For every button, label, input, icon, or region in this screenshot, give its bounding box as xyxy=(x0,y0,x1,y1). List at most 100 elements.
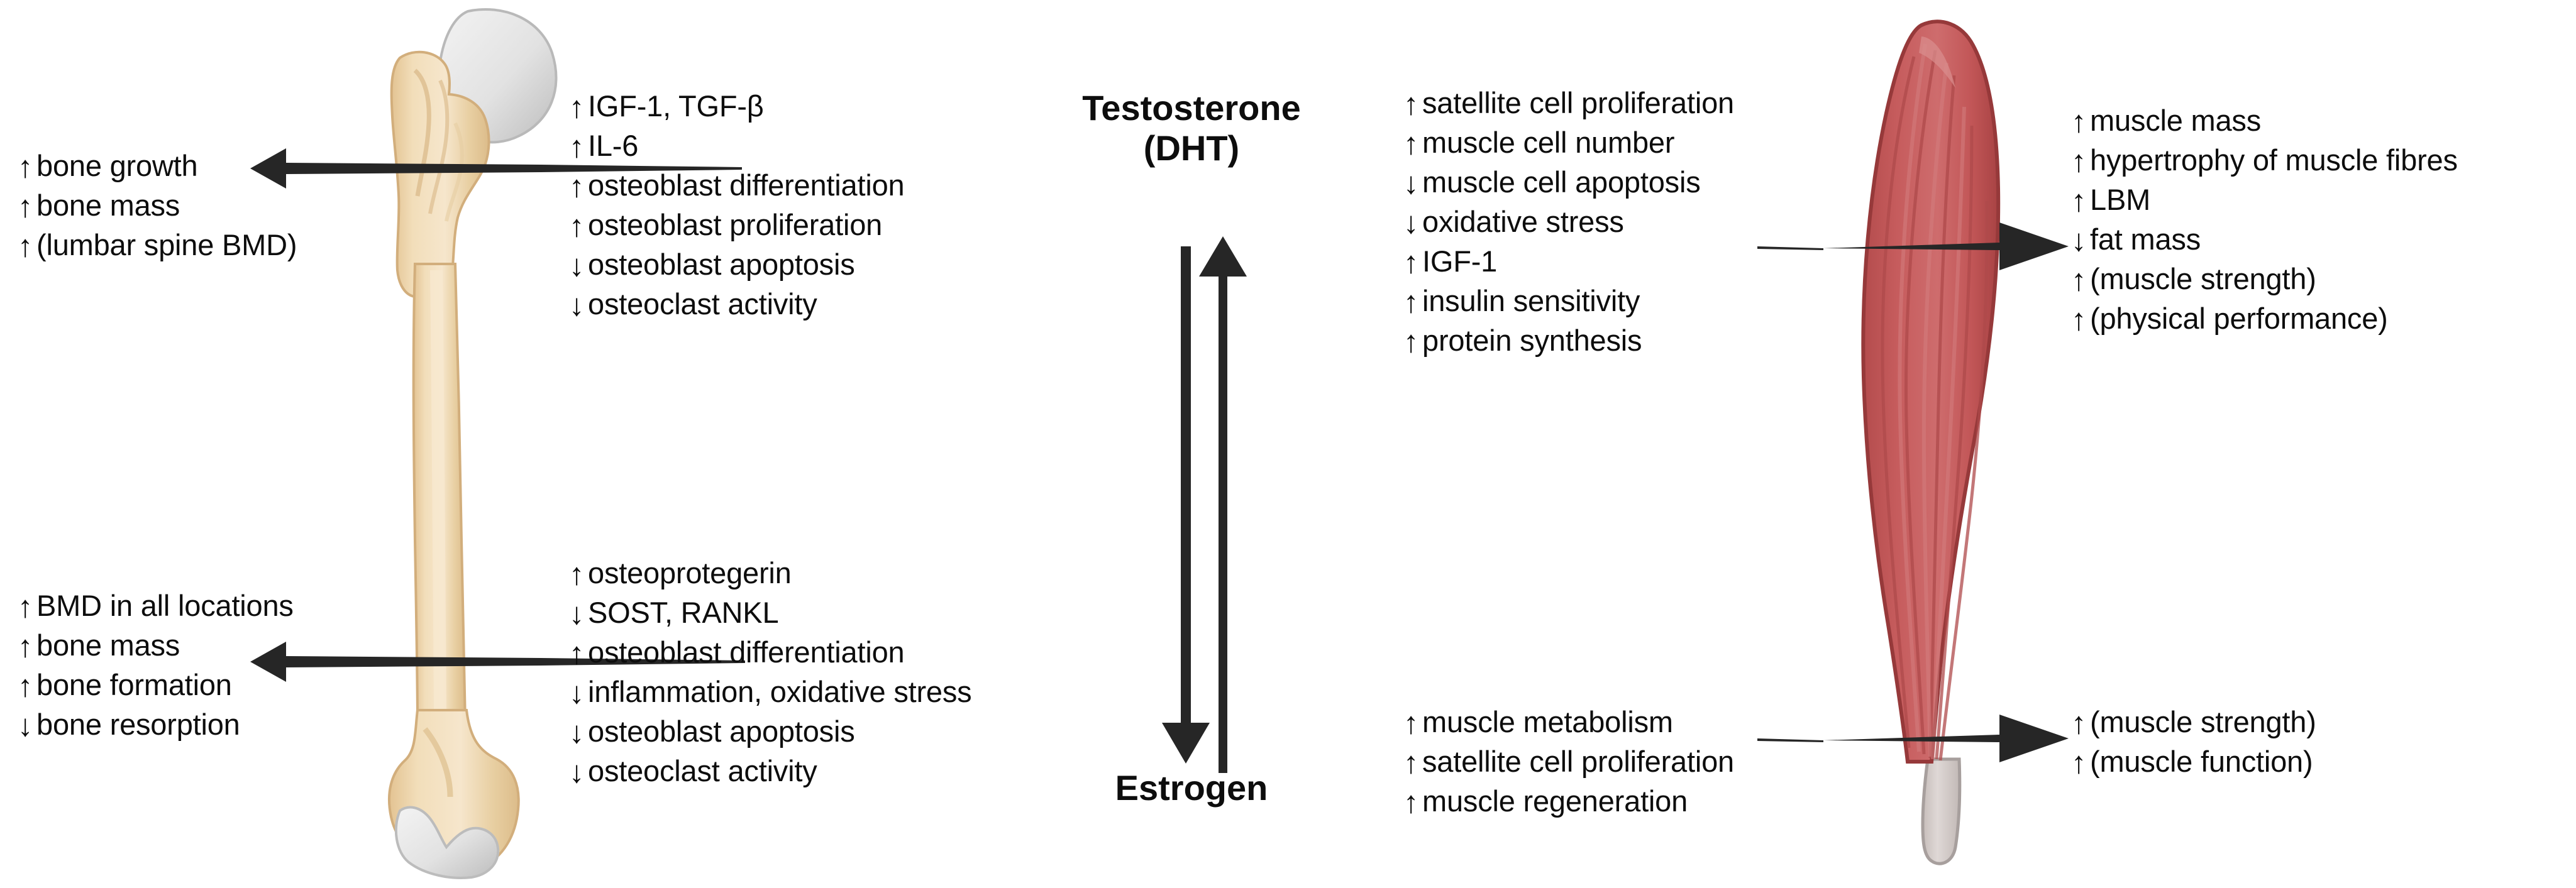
list-item: ↑ bone mass xyxy=(18,630,294,664)
up-arrow-icon: ↑ xyxy=(569,557,585,591)
muscle-bottom-mechanisms: ↑ muscle metabolism ↑ satellite cell pro… xyxy=(1403,707,1734,818)
bone-bottom-flow-arrow xyxy=(250,642,745,682)
up-arrow-icon: ↑ xyxy=(569,209,585,243)
list-item-label: (muscle strength) xyxy=(2090,262,2316,295)
down-arrow-icon: ↓ xyxy=(18,709,33,743)
bone-bottom-outcomes: ↑ BMD in all locations ↑ bone mass ↑ bon… xyxy=(18,589,294,743)
list-item: ↑ bone growth xyxy=(18,149,297,184)
up-arrow-icon: ↑ xyxy=(569,90,585,124)
list-item: ↑ muscle regeneration xyxy=(1403,784,1734,818)
up-arrow-icon: ↑ xyxy=(18,590,33,624)
muscle-top-outcomes: ↑ muscle mass ↑ hypertrophy of muscle fi… xyxy=(2071,104,2458,337)
testosterone-to-estrogen-down-arrow xyxy=(1162,246,1210,764)
list-item-label: osteoblast proliferation xyxy=(588,208,883,241)
up-arrow-icon: ↑ xyxy=(569,637,585,671)
down-arrow-icon: ↓ xyxy=(569,597,585,631)
up-arrow-icon: ↑ xyxy=(18,229,33,263)
femur-bone-illustration xyxy=(387,8,558,879)
up-arrow-icon: ↑ xyxy=(18,669,33,703)
list-item-label: LBM xyxy=(2090,183,2151,216)
up-arrow-icon: ↑ xyxy=(1403,746,1419,780)
up-arrow-icon: ↑ xyxy=(2071,303,2087,337)
list-item: ↑ BMD in all locations xyxy=(18,589,294,624)
list-item: ↑ osteoblast differentiation xyxy=(569,637,971,671)
list-item: ↓ muscle cell apoptosis xyxy=(1403,165,1734,199)
list-item: ↑ bone mass xyxy=(18,190,297,224)
down-arrow-icon: ↓ xyxy=(569,288,585,322)
list-item: ↑ IGF-1, TGF-β xyxy=(569,89,904,124)
list-item-label: hypertrophy of muscle fibres xyxy=(2090,143,2458,177)
testosterone-label-line1: Testosterone xyxy=(1082,88,1301,128)
list-item: ↑ bone formation xyxy=(18,668,294,703)
up-arrow-icon: ↑ xyxy=(18,630,33,664)
up-arrow-icon: ↑ xyxy=(2071,145,2087,178)
up-arrow-icon: ↑ xyxy=(18,190,33,224)
list-item-label: (physical performance) xyxy=(2090,302,2388,335)
muscle-bottom-flow-arrow xyxy=(1757,715,2069,762)
down-arrow-icon: ↓ xyxy=(569,755,585,789)
down-arrow-icon: ↓ xyxy=(1403,206,1419,240)
estrogen-to-testosterone-up-arrow xyxy=(1199,236,1247,773)
bone-top-outcomes: ↑ bone growth ↑ bone mass ↑ (lumbar spin… xyxy=(18,149,297,263)
list-item-label: bone growth xyxy=(36,149,198,182)
list-item: ↓ bone resorption xyxy=(18,709,294,743)
list-item: ↑ satellite cell proliferation xyxy=(1403,746,1734,780)
up-arrow-icon: ↑ xyxy=(2071,184,2087,218)
up-arrow-icon: ↑ xyxy=(1403,285,1419,319)
up-arrow-icon: ↑ xyxy=(1403,246,1419,280)
up-arrow-icon: ↑ xyxy=(2071,706,2087,740)
list-item-label: osteoblast differentiation xyxy=(588,168,905,202)
list-item: ↓ osteoblast apoptosis xyxy=(569,249,904,282)
up-arrow-icon: ↑ xyxy=(569,130,585,164)
list-item-label: osteoprotegerin xyxy=(588,556,792,589)
list-item-label: osteoclast activity xyxy=(588,287,817,321)
down-arrow-icon: ↓ xyxy=(2071,224,2087,258)
up-arrow-icon: ↑ xyxy=(2071,746,2087,780)
list-item: ↑ muscle cell number xyxy=(1403,126,1734,161)
list-item-label: inflammation, oxidative stress xyxy=(588,675,972,708)
list-item: ↑ IL-6 xyxy=(569,129,904,164)
list-item-label: bone formation xyxy=(36,668,232,701)
list-item-label: muscle mass xyxy=(2090,104,2262,137)
list-item-label: IGF-1, TGF-β xyxy=(588,89,764,123)
list-item: ↓ SOST, RANKL xyxy=(569,597,971,631)
list-item: ↑ hypertrophy of muscle fibres xyxy=(2071,143,2458,178)
list-item: ↑ muscle metabolism xyxy=(1403,707,1734,739)
list-item-label: muscle cell number xyxy=(1422,126,1675,159)
list-item: ↑ (muscle strength) xyxy=(2071,705,2316,740)
up-arrow-icon: ↑ xyxy=(1403,325,1419,359)
up-arrow-icon: ↑ xyxy=(1403,87,1419,121)
list-item: ↑ (muscle strength) xyxy=(2071,262,2458,297)
list-item: ↑ osteoblast proliferation xyxy=(569,208,904,243)
list-item: ↓ osteoclast activity xyxy=(569,754,971,789)
up-arrow-icon: ↑ xyxy=(1403,127,1419,161)
list-item: ↑ muscle mass xyxy=(2071,104,2458,138)
list-item-label: protein synthesis xyxy=(1422,324,1642,357)
up-arrow-icon: ↑ xyxy=(18,150,33,184)
list-item: ↓ inflammation, oxidative stress xyxy=(569,675,972,709)
bone-top-mechanisms: ↑ IGF-1, TGF-β ↑ IL-6 ↑ osteoblast diffe… xyxy=(569,89,905,322)
list-item-label: BMD in all locations xyxy=(36,589,294,622)
testosterone-label: Testosterone (DHT) xyxy=(1044,88,1339,168)
list-item-label: muscle regeneration xyxy=(1422,784,1688,818)
up-arrow-icon: ↑ xyxy=(2071,263,2087,297)
list-item: ↓ osteoclast activity xyxy=(569,287,904,322)
skeletal-muscle-illustration xyxy=(1861,19,2001,865)
list-item-label: (muscle function) xyxy=(2090,745,2313,778)
list-item: ↑ LBM xyxy=(2071,183,2458,218)
list-item: ↑ osteoblast differentiation xyxy=(569,168,905,204)
down-arrow-icon: ↓ xyxy=(569,716,585,750)
list-item-label: osteoblast apoptosis xyxy=(588,715,855,748)
list-item: ↓ oxidative stress xyxy=(1403,206,1734,240)
list-item-label: (muscle strength) xyxy=(2090,705,2316,738)
list-item-label: satellite cell proliferation xyxy=(1422,86,1734,119)
bone-top-flow-arrow xyxy=(250,148,742,189)
list-item-label: IL-6 xyxy=(588,129,639,162)
up-arrow-icon: ↑ xyxy=(569,170,585,204)
list-item-label: fat mass xyxy=(2090,222,2201,256)
list-item-label: muscle cell apoptosis xyxy=(1422,165,1701,199)
list-item-label: osteoclast activity xyxy=(588,754,817,787)
list-item: ↑ (muscle function) xyxy=(2071,745,2316,780)
